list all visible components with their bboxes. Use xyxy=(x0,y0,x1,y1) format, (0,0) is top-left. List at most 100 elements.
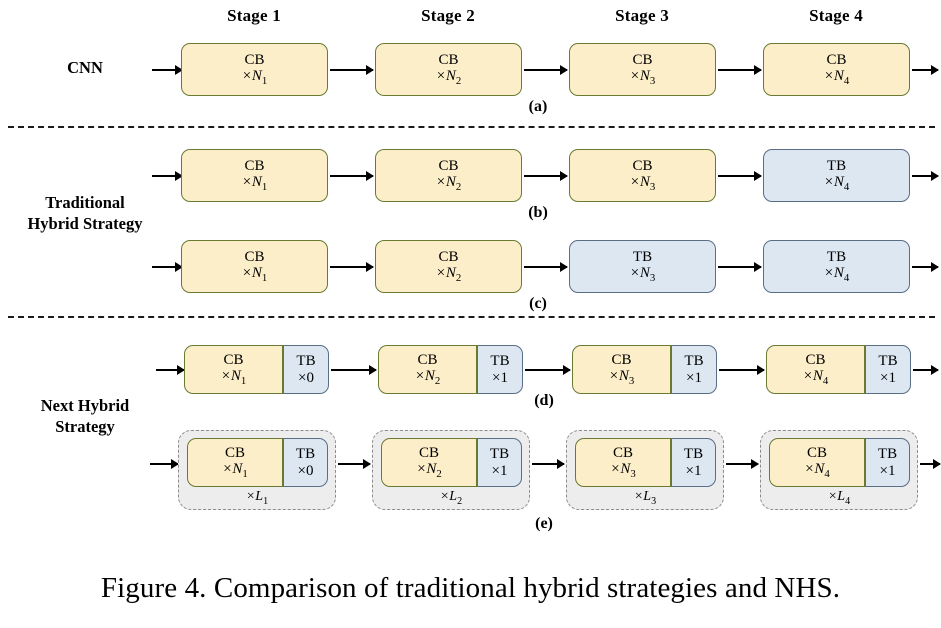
group-label-next: Next Hybrid Strategy xyxy=(0,396,170,437)
block-c-1-count: ×N1 xyxy=(241,265,268,285)
block-b-2-count: ×N2 xyxy=(435,174,462,194)
arrow-a-3-4 xyxy=(718,69,761,71)
section-divider-2 xyxy=(8,316,935,318)
block-e-1-cb-name: CB xyxy=(224,444,245,461)
block-d-4-tb-name: TB xyxy=(878,352,898,369)
block-e-4-cb-name: CB xyxy=(806,444,827,461)
block-e-3-tb: TB ×1 xyxy=(671,438,716,487)
block-a-4: CB ×N4 xyxy=(763,43,910,96)
block-b-4-name: TB xyxy=(826,157,847,174)
block-a-2-name: CB xyxy=(438,51,459,68)
block-a-4-name: CB xyxy=(826,51,847,68)
block-e-4-cb: CB ×N4 xyxy=(769,438,865,487)
group-label-traditional-line1: Traditional xyxy=(45,193,125,212)
block-d-3-cb-name: CB xyxy=(611,351,632,368)
block-a-3-name: CB xyxy=(632,51,653,68)
block-d-2-cb-name: CB xyxy=(417,351,438,368)
block-d-4-cb-name: CB xyxy=(805,351,826,368)
row-tag-d: (d) xyxy=(534,392,554,409)
block-c-4: TB ×N4 xyxy=(763,240,910,293)
block-e-2-tb-count: ×1 xyxy=(491,462,508,479)
arrow-b-1-2 xyxy=(330,175,373,177)
block-b-3-count: ×N3 xyxy=(629,174,656,194)
block-d-4-tb: TB ×1 xyxy=(865,345,911,394)
section-divider-1 xyxy=(8,126,935,128)
block-e-2-tb-name: TB xyxy=(489,445,510,462)
block-d-2-cb: CB ×N2 xyxy=(378,345,477,394)
group-label-traditional-line2: Hybrid Strategy xyxy=(27,213,143,233)
stage-header-4: Stage 4 xyxy=(809,6,863,25)
row-tag-a: (a) xyxy=(528,98,548,115)
loop-label-e-1: ×L1 xyxy=(245,489,269,507)
block-e-3-cb-name: CB xyxy=(612,444,633,461)
block-e-1-tb-name: TB xyxy=(295,445,316,462)
group-label-next-line1: Next Hybrid xyxy=(40,396,130,415)
block-e-3-cb-count: ×N3 xyxy=(610,461,636,481)
block-a-2-count: ×N2 xyxy=(435,68,462,88)
loop-label-e-4: ×L4 xyxy=(827,489,851,507)
block-d-2-cb-count: ×N2 xyxy=(414,368,441,388)
block-e-1-cb-count: ×N1 xyxy=(222,461,248,481)
arrow-in-b xyxy=(152,175,182,177)
block-a-1-count: ×N1 xyxy=(241,68,268,88)
arrow-e-1-2 xyxy=(338,463,370,465)
block-b-4: TB ×N4 xyxy=(763,149,910,202)
block-b-3-name: CB xyxy=(632,157,653,174)
block-a-1: CB ×N1 xyxy=(181,43,328,96)
block-d-3-tb-name: TB xyxy=(684,352,704,369)
arrow-out-b xyxy=(912,175,938,177)
row-tag-e: (e) xyxy=(535,515,553,532)
block-d-1-cb-count: ×N1 xyxy=(220,368,247,388)
block-e-2-cb-count: ×N2 xyxy=(416,461,442,481)
block-e-4-tb-name: TB xyxy=(877,445,898,462)
block-e-2-cb: CB ×N2 xyxy=(381,438,477,487)
loop-label-e-2: ×L2 xyxy=(439,489,463,507)
block-d-3-cb: CB ×N3 xyxy=(572,345,671,394)
row-tag-b: (b) xyxy=(528,204,548,221)
block-b-4-count: ×N4 xyxy=(823,174,850,194)
block-b-1-count: ×N1 xyxy=(241,174,268,194)
block-d-4-cb: CB ×N4 xyxy=(766,345,865,394)
stage-header-2: Stage 2 xyxy=(421,6,475,25)
block-d-4-cb-count: ×N4 xyxy=(802,368,829,388)
arrow-c-3-4 xyxy=(718,266,761,268)
block-c-2-name: CB xyxy=(438,248,459,265)
block-e-3-tb-count: ×1 xyxy=(685,462,702,479)
block-c-3-name: TB xyxy=(632,248,653,265)
arrow-b-3-4 xyxy=(718,175,761,177)
group-label-next-line2: Strategy xyxy=(55,416,115,436)
arrow-c-2-3 xyxy=(524,266,567,268)
block-e-3-cb: CB ×N3 xyxy=(575,438,671,487)
stage-header-3: Stage 3 xyxy=(615,6,669,25)
arrow-c-1-2 xyxy=(330,266,373,268)
block-e-2-tb: TB ×1 xyxy=(477,438,522,487)
block-e-1-cb: CB ×N1 xyxy=(187,438,283,487)
arrow-in-e xyxy=(150,463,178,465)
block-c-4-name: TB xyxy=(826,248,847,265)
block-e-4-tb-count: ×1 xyxy=(879,462,896,479)
block-e-1-tb-count: ×0 xyxy=(297,462,314,479)
arrow-out-a xyxy=(912,69,938,71)
row-tag-c: (c) xyxy=(529,295,547,312)
arrow-d-1-2 xyxy=(331,369,376,371)
block-d-4-tb-count: ×1 xyxy=(880,369,896,386)
figure-caption: Figure 4. Comparison of traditional hybr… xyxy=(100,572,841,604)
arrow-b-2-3 xyxy=(524,175,567,177)
loop-label-e-3: ×L3 xyxy=(633,489,657,507)
block-d-1-tb-count: ×0 xyxy=(298,369,314,386)
block-d-2-tb-name: TB xyxy=(490,352,510,369)
block-e-2-cb-name: CB xyxy=(418,444,439,461)
block-b-2-name: CB xyxy=(438,157,459,174)
arrow-e-3-4 xyxy=(726,463,758,465)
block-c-1: CB ×N1 xyxy=(181,240,328,293)
block-e-4-tb: TB ×1 xyxy=(865,438,910,487)
arrow-a-1-2 xyxy=(330,69,373,71)
arrow-out-c xyxy=(912,266,938,268)
block-b-2: CB ×N2 xyxy=(375,149,522,202)
arrow-out-e xyxy=(920,463,940,465)
block-a-1-name: CB xyxy=(244,51,265,68)
block-d-1-cb-name: CB xyxy=(223,351,244,368)
block-b-1-name: CB xyxy=(244,157,265,174)
block-e-4-cb-count: ×N4 xyxy=(804,461,830,481)
arrow-a-2-3 xyxy=(524,69,567,71)
